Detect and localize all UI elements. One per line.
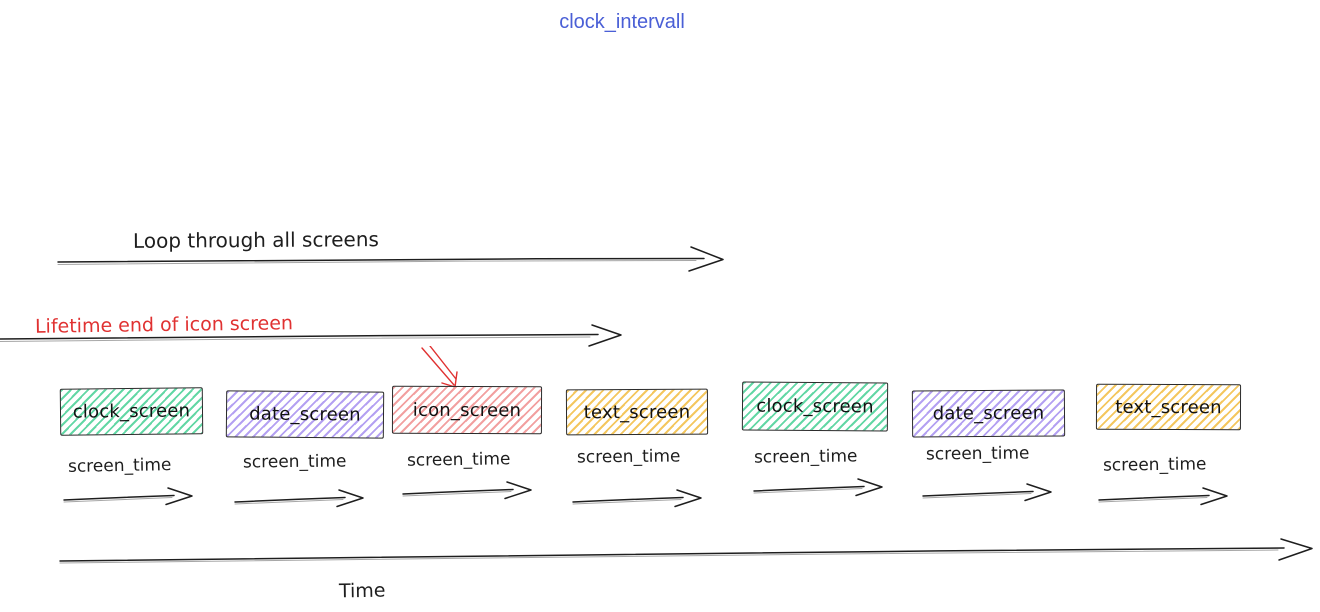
screen-time-arrow-5 xyxy=(753,478,883,497)
screen-time-label-1: screen_time xyxy=(67,455,172,477)
screen-box-clock-1: clock_screen xyxy=(59,387,204,436)
screen-box-label: date_screen xyxy=(249,403,361,426)
screen-time-arrow-3 xyxy=(402,481,532,500)
screen-box-date-1: date_screen xyxy=(225,390,385,439)
time-axis-arrow xyxy=(59,538,1313,564)
diagram-title: clock_intervall xyxy=(559,11,685,33)
screen-box-icon: icon_screen xyxy=(391,385,543,435)
screen-time-label-3: screen_time xyxy=(406,449,511,471)
screen-box-label: date_screen xyxy=(932,402,1045,425)
screen-time-arrow-6 xyxy=(922,483,1052,502)
screen-box-label: text_screen xyxy=(1115,396,1222,418)
screen-time-label-4: screen_time xyxy=(576,446,681,468)
screen-box-date-2: date_screen xyxy=(911,389,1066,438)
screen-box-label: clock_screen xyxy=(72,400,191,423)
icon-pointer-arrow xyxy=(421,346,458,388)
time-axis-label: Time xyxy=(338,579,386,603)
screen-time-label-2: screen_time xyxy=(242,451,347,473)
loop-arrow xyxy=(57,246,724,272)
lifetime-arrow xyxy=(0,324,622,347)
screen-box-clock-2: clock_screen xyxy=(741,381,889,432)
screen-time-arrow-1 xyxy=(63,487,193,506)
screen-box-label: text_screen xyxy=(583,401,691,423)
screen-box-label: clock_screen xyxy=(756,395,874,418)
screen-time-label-7: screen_time xyxy=(1102,454,1207,476)
screen-time-label-5: screen_time xyxy=(753,446,858,468)
screen-box-label: icon_screen xyxy=(412,399,522,421)
screen-time-label-6: screen_time xyxy=(925,443,1030,465)
screen-time-arrow-2 xyxy=(234,489,364,508)
screen-time-arrow-7 xyxy=(1098,487,1228,506)
screen-box-text-2: text_screen xyxy=(1095,383,1242,431)
screen-box-text-1: text_screen xyxy=(565,388,709,436)
screen-time-arrow-4 xyxy=(572,489,702,508)
